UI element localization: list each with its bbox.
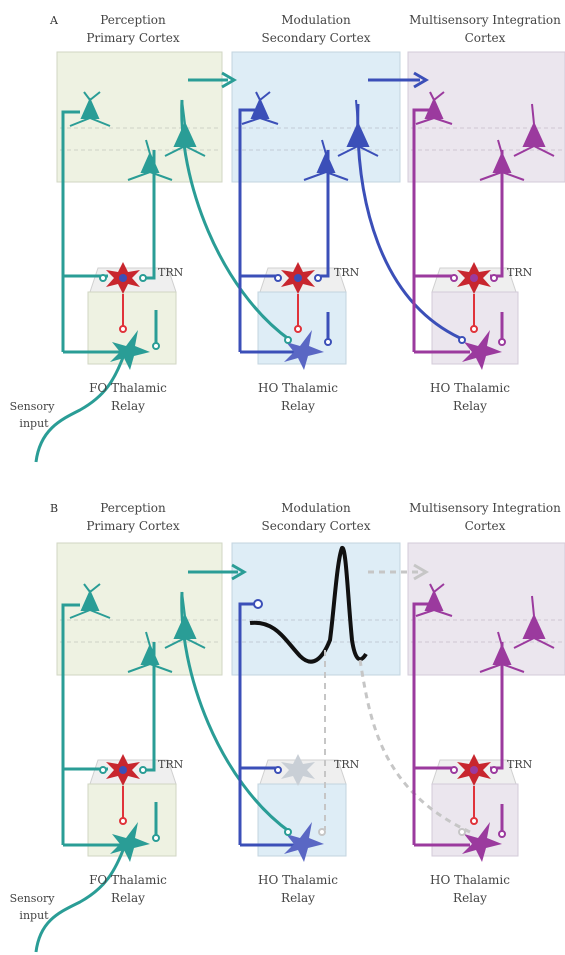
col-title-secondary-2-b: Secondary Cortex: [262, 519, 371, 533]
trn-label-primary-b: TRN: [158, 758, 184, 771]
pyramidal-neurons-primary-b: [69, 583, 206, 673]
relay-label-fo-2-b: Relay: [111, 891, 145, 905]
cortex-box-secondary-b: [231, 542, 401, 676]
col-title-integration-2-b: Cortex: [465, 519, 506, 533]
col-title-secondary-1: Modulation: [281, 13, 351, 27]
relay-label-ho-secondary-1: HO Thalamic: [258, 381, 338, 395]
trn-star-integration-b: [450, 754, 498, 825]
sensory-input-label-1-b: Sensory: [10, 892, 56, 905]
col-title-primary-2: Primary Cortex: [86, 31, 180, 45]
relay-star-ho-secondary-b: [284, 822, 326, 862]
trn-label-secondary: TRN: [334, 266, 360, 279]
action-potential-trace: [249, 545, 368, 664]
col-title-integration-2: Cortex: [465, 31, 506, 45]
col-title-integration-1: Multisensory Integration: [409, 13, 561, 27]
panel-letter-a: A: [49, 14, 59, 27]
trn-label-integration-b: TRN: [507, 758, 533, 771]
pyramidal-neurons-integration: [415, 91, 555, 181]
panel-letter-b: B: [50, 502, 58, 515]
relay-label-ho-integration-2: Relay: [453, 399, 487, 413]
pyramidal-neurons-secondary: [241, 91, 379, 181]
col-title-secondary-2: Secondary Cortex: [262, 31, 371, 45]
col-title-primary-2-b: Primary Cortex: [86, 519, 180, 533]
trn-star-secondary-b-inactive: [274, 754, 315, 786]
relay-label-fo-2: Relay: [111, 399, 145, 413]
relay-star-fo-b: [110, 822, 160, 862]
col-title-integration-1-b: Multisensory Integration: [409, 501, 561, 515]
relay-label-ho-secondary-1-b: HO Thalamic: [258, 873, 338, 887]
col-title-primary-1: Perception: [100, 13, 166, 27]
col-title-secondary-1-b: Modulation: [281, 501, 351, 515]
trn-label-secondary-b: TRN: [334, 758, 360, 771]
relay-label-ho-secondary-2: Relay: [281, 399, 315, 413]
relay-label-ho-integration-2-b: Relay: [453, 891, 487, 905]
trn-star-primary-a: [99, 262, 147, 333]
trn-label-primary: TRN: [158, 266, 184, 279]
relay-star-ho-integration-b: [458, 822, 506, 862]
relay-star-ho-secondary-a: [284, 330, 332, 370]
panel-b: B Perception Primary Cortex Modulation S…: [10, 501, 565, 953]
sensory-input-label-2-b: input: [19, 909, 49, 922]
panel-a: A Perception Primary Cortex Modulation S…: [10, 13, 565, 463]
relay-label-fo-1-b: FO Thalamic: [89, 873, 167, 887]
relay-label-fo-1: FO Thalamic: [89, 381, 167, 395]
relay-label-ho-integration-1-b: HO Thalamic: [430, 873, 510, 887]
col-title-primary-1-b: Perception: [100, 501, 166, 515]
sensory-input-label-2: input: [19, 417, 49, 430]
pyramidal-neurons-integration-b: [415, 583, 555, 673]
relay-star-fo-a: [110, 330, 160, 370]
relay-label-ho-secondary-2-b: Relay: [281, 891, 315, 905]
trn-star-integration-a: [450, 262, 498, 333]
sensory-input-label-1: Sensory: [10, 400, 56, 413]
pyramidal-neurons-primary: [69, 91, 206, 181]
trn-label-integration: TRN: [507, 266, 533, 279]
trn-star-primary-b: [99, 754, 147, 825]
trn-star-secondary-a: [274, 262, 322, 333]
relay-star-ho-integration-a: [458, 330, 506, 370]
relay-label-ho-integration-1: HO Thalamic: [430, 381, 510, 395]
